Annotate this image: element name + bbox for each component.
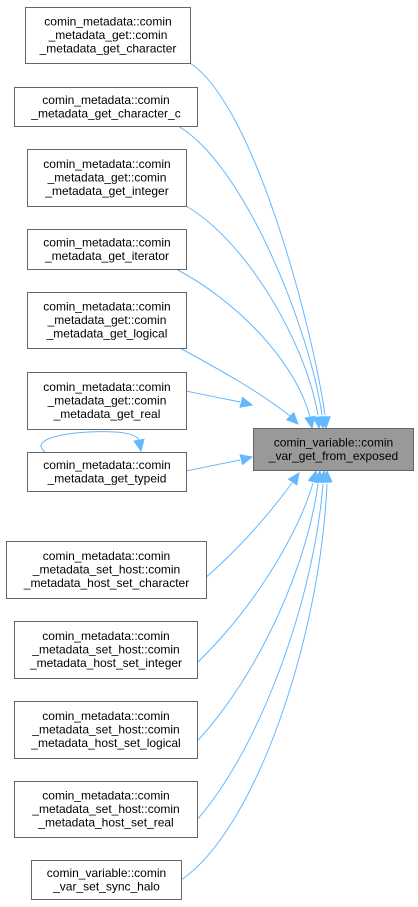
node-label-line: _metadata_host_set_integer xyxy=(29,656,182,670)
caller-node-n9[interactable]: comin_metadata::comin_metadata_set_host:… xyxy=(14,621,198,679)
self-loop-arrowhead xyxy=(133,438,145,453)
node-label-line: _metadata_get_logical xyxy=(46,327,168,341)
arrowhead-n5 xyxy=(285,411,299,425)
caller-node-n11[interactable]: comin_metadata::comin_metadata_set_host:… xyxy=(14,781,198,838)
caller-node-n7[interactable]: comin_metadata::comin_metadata_get_typei… xyxy=(27,452,187,492)
call-edge-n9 xyxy=(179,482,314,679)
node-label-line: _metadata_host_set_real xyxy=(37,816,173,830)
node-label-line: _metadata_set_host::comin xyxy=(31,802,179,816)
node-label-line: comin_variable::comin xyxy=(47,866,166,880)
arrowhead-n8 xyxy=(287,472,300,486)
node-box xyxy=(14,701,198,759)
node-box xyxy=(27,452,187,492)
node-label-line: _var_set_sync_halo xyxy=(52,879,160,893)
node-box xyxy=(6,541,207,599)
node-label-line: _metadata_set_host::comin xyxy=(31,643,179,657)
caller-node-n6[interactable]: comin_metadata::comin_metadata_get::comi… xyxy=(27,372,187,430)
node-label-line: comin_metadata::comin xyxy=(44,15,171,29)
call-edge-n7 xyxy=(185,459,241,472)
node-box xyxy=(27,229,187,270)
node-label-line: _metadata_get::comin xyxy=(47,171,167,185)
node-label-line: comin_metadata::comin xyxy=(42,789,169,803)
arrowhead-n4 xyxy=(304,415,316,430)
node-label-line: _var_get_from_exposed xyxy=(268,449,398,463)
caller-node-n1[interactable]: comin_metadata::comin_metadata_get::comi… xyxy=(25,7,191,64)
call-edge-n1 xyxy=(189,62,326,416)
node-label-line: _metadata_get::comin xyxy=(48,28,168,42)
node-label-line: _metadata_get_character xyxy=(39,42,177,56)
node-label-line: _metadata_set_host::comin xyxy=(31,723,179,737)
node-label-line: _metadata_host_set_logical xyxy=(30,736,180,750)
node-label-line: comin_metadata::comin xyxy=(43,157,170,171)
self-loop-edge xyxy=(40,431,140,453)
caller-node-n2[interactable]: comin_metadata::comin_metadata_get_chara… xyxy=(14,87,198,127)
node-label-line: comin_metadata::comin xyxy=(43,235,170,249)
node-box xyxy=(27,149,187,207)
node-label-line: _metadata_get_typeid xyxy=(47,471,167,485)
node-label-line: comin_metadata::comin xyxy=(43,380,170,394)
node-label-line: _metadata_get::comin xyxy=(47,313,167,327)
node-label-line: comin_metadata::comin xyxy=(43,458,170,472)
node-label-line: comin_metadata::comin xyxy=(42,93,169,107)
arrowhead-n7 xyxy=(239,454,254,466)
call-edge-n11 xyxy=(179,483,324,838)
node-box xyxy=(27,372,187,430)
node-label-line: comin_metadata::comin xyxy=(43,549,170,563)
node-label-line: comin_metadata::comin xyxy=(42,709,169,723)
call-edge-n10 xyxy=(179,483,319,759)
call-edge-n12 xyxy=(180,483,328,881)
call-edge-n4 xyxy=(175,268,311,418)
arrowhead-n3 xyxy=(312,416,324,430)
graph-nodes: comin_metadata::comin_metadata_get::comi… xyxy=(6,7,414,900)
caller-node-n8[interactable]: comin_metadata::comin_metadata_set_host:… xyxy=(6,541,207,599)
call-edge-n5 xyxy=(179,347,291,417)
call-edge-n2 xyxy=(177,125,323,416)
arrowhead-n12 xyxy=(321,469,333,483)
node-label-line: _metadata_get_real xyxy=(53,407,161,421)
node-label-line: comin_metadata::comin xyxy=(42,629,169,643)
call-edge-n3 xyxy=(185,205,319,416)
arrowhead-n6 xyxy=(239,396,254,408)
node-box xyxy=(253,428,414,471)
node-label-line: comin_variable::comin xyxy=(274,435,393,449)
call-edge-n6 xyxy=(185,390,241,403)
caller-node-n5[interactable]: comin_metadata::comin_metadata_get::comi… xyxy=(27,292,187,349)
node-label-line: _metadata_get_character_c xyxy=(30,106,180,120)
node-label-line: comin_metadata::comin xyxy=(43,300,170,314)
node-box xyxy=(14,87,198,127)
node-box xyxy=(14,621,198,679)
target-node[interactable]: comin_variable::comin_var_get_from_expos… xyxy=(253,428,414,471)
caller-node-n12[interactable]: comin_variable::comin_var_set_sync_halo xyxy=(31,860,182,900)
node-box xyxy=(31,860,182,900)
caller-node-n3[interactable]: comin_metadata::comin_metadata_get::comi… xyxy=(27,149,187,207)
caller-node-n4[interactable]: comin_metadata::comin_metadata_get_itera… xyxy=(27,229,187,270)
node-label-line: _metadata_set_host::comin xyxy=(32,563,180,577)
node-box xyxy=(25,7,191,64)
caller-node-n10[interactable]: comin_metadata::comin_metadata_set_host:… xyxy=(14,701,198,759)
node-box xyxy=(27,292,187,349)
node-label-line: _metadata_get_iterator xyxy=(44,249,169,263)
node-label-line: _metadata_get_integer xyxy=(44,184,168,198)
node-label-line: _metadata_get::comin xyxy=(47,394,167,408)
node-box xyxy=(14,781,198,838)
node-label-line: _metadata_host_set_character xyxy=(23,576,189,590)
